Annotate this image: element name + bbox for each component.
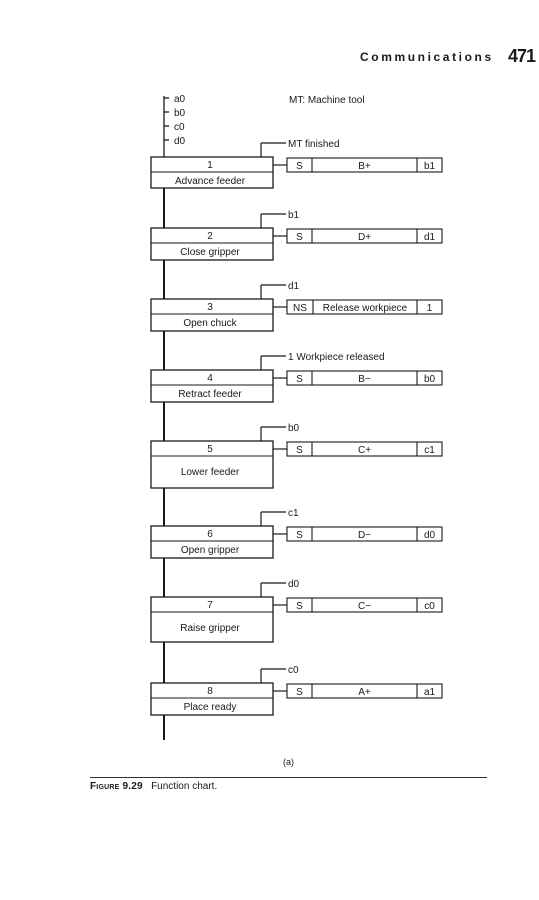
caption-rule <box>90 777 487 778</box>
transition-condition: d1 <box>288 281 300 292</box>
step-number: 2 <box>207 231 213 242</box>
transition-condition: c1 <box>288 508 299 519</box>
action-block <box>286 526 443 542</box>
step-label: Lower feeder <box>181 467 240 478</box>
action-response: d0 <box>424 530 436 541</box>
action-qualifier: S <box>296 374 303 385</box>
action-name: D+ <box>358 232 371 243</box>
action-qualifier: S <box>296 687 303 698</box>
action-block <box>286 228 443 244</box>
initial-signal-label: d0 <box>174 136 186 147</box>
step-number: 7 <box>207 600 213 611</box>
caption-text: Function chart. <box>151 781 218 792</box>
action-response: c1 <box>424 445 435 456</box>
step-number: 8 <box>207 686 213 697</box>
step-number: 1 <box>207 160 213 171</box>
transition-condition: b0 <box>288 423 300 434</box>
figure-word: Figure <box>90 781 120 792</box>
initial-signal-label: c0 <box>174 122 185 133</box>
action-qualifier: S <box>296 530 303 541</box>
step-label: Place ready <box>184 702 237 713</box>
transition-condition: b1 <box>288 210 300 221</box>
step-box <box>150 440 274 489</box>
action-response: 1 <box>427 303 433 314</box>
step-label: Advance feeder <box>175 176 246 187</box>
action-response: b1 <box>424 161 436 172</box>
action-name: C− <box>358 601 371 612</box>
action-qualifier: S <box>296 445 303 456</box>
page-number: 471 <box>508 46 536 66</box>
step-box <box>150 596 274 643</box>
step-number: 6 <box>207 529 213 540</box>
panel-label: (a) <box>283 757 294 767</box>
action-name: D− <box>358 530 371 541</box>
action-block <box>286 683 443 699</box>
step-box <box>150 682 274 716</box>
step-number: 5 <box>207 444 213 455</box>
step-box <box>150 369 274 403</box>
action-block <box>286 157 443 173</box>
figure-number: 9.29 <box>122 781 143 792</box>
running-header-title: Communications <box>360 50 494 64</box>
initial-signal-label: a0 <box>174 94 186 105</box>
action-response: b0 <box>424 374 436 385</box>
action-qualifier: S <box>296 232 303 243</box>
action-qualifier: NS <box>293 303 307 314</box>
action-name: B− <box>358 374 371 385</box>
action-block <box>286 441 443 457</box>
legend-text: MT: Machine tool <box>289 95 365 106</box>
action-qualifier: S <box>296 161 303 172</box>
step-box <box>150 227 274 261</box>
figure-label: Figure 9.29 <box>90 781 143 792</box>
transition-condition: d0 <box>288 579 300 590</box>
action-block <box>286 370 443 386</box>
transition-condition: MT finished <box>288 139 340 150</box>
action-name: C+ <box>358 445 371 456</box>
action-name: A+ <box>358 687 371 698</box>
action-qualifier: S <box>296 601 303 612</box>
step-box <box>150 525 274 559</box>
step-label: Close gripper <box>180 247 240 258</box>
action-name: Release workpiece <box>323 303 408 314</box>
step-label: Open chuck <box>183 318 237 329</box>
action-block <box>286 597 443 613</box>
transition-condition: c0 <box>288 665 299 676</box>
figure-caption: Figure 9.29 Function chart. <box>90 781 217 792</box>
initial-signal-label: b0 <box>174 108 186 119</box>
action-name: B+ <box>358 161 371 172</box>
action-block <box>286 299 443 315</box>
action-response: c0 <box>424 601 435 612</box>
step-number: 3 <box>207 302 213 313</box>
step-label: Raise gripper <box>180 623 240 634</box>
step-label: Retract feeder <box>178 389 242 400</box>
step-number: 4 <box>207 373 213 384</box>
transition-condition: 1 Workpiece released <box>288 352 385 363</box>
action-response: d1 <box>424 232 436 243</box>
step-label: Open gripper <box>181 545 240 556</box>
action-response: a1 <box>424 687 436 698</box>
step-box <box>150 298 274 332</box>
